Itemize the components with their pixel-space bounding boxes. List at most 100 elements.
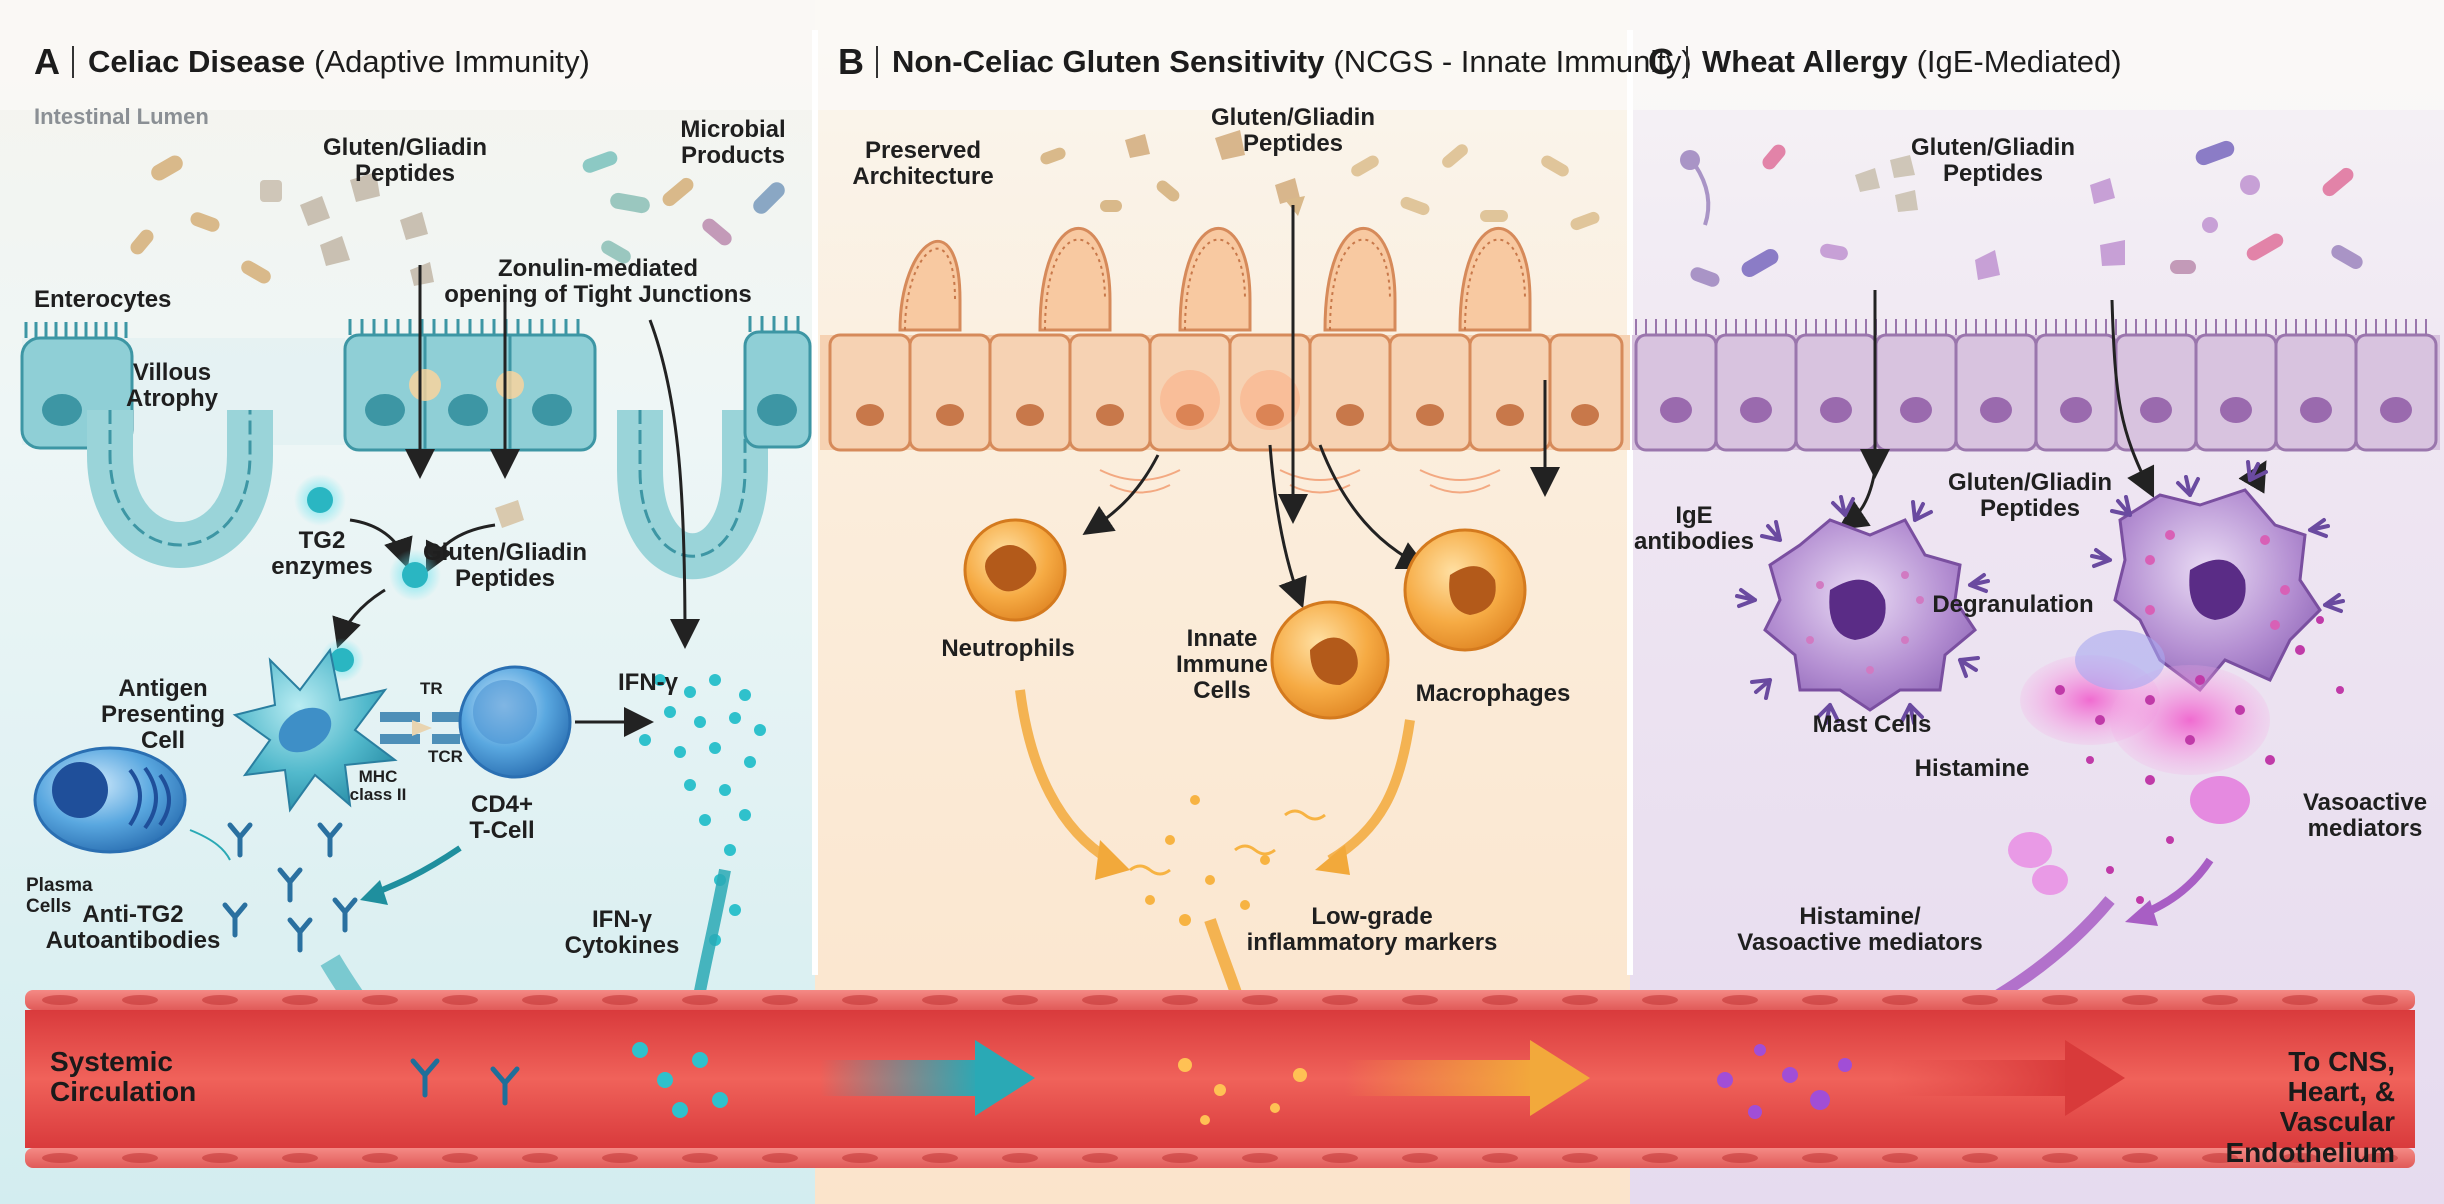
endothelial-cell xyxy=(1642,995,1678,1005)
panel-b-divider xyxy=(876,46,878,78)
apc-label: Antigen Presenting Cell xyxy=(100,675,226,754)
endothelial-cell xyxy=(1242,995,1278,1005)
endothelial-cell xyxy=(2042,995,2078,1005)
macrophage-cell xyxy=(1403,528,1527,652)
panel-b-heading: B Non-Celiac Gluten Sensitivity (NCGS - … xyxy=(838,40,1692,84)
antigen-presenting-cell xyxy=(232,647,460,813)
endothelial-cell xyxy=(1802,1153,1838,1163)
endothelial-cell xyxy=(2362,995,2398,1005)
panel-c-heading: C Wheat Allergy (IgE-Mediated) xyxy=(1648,40,2122,84)
panel-a-letter: A xyxy=(34,41,60,82)
low-grade-inflammatory-label: Low-grade inflammatory markers xyxy=(1246,903,1498,956)
endothelial-cell xyxy=(842,1153,878,1163)
panel-a-epithelium xyxy=(20,316,812,580)
mast-cells-label: Mast Cells xyxy=(1812,711,1932,738)
endothelial-cell xyxy=(842,995,878,1005)
endothelial-cell xyxy=(1722,1153,1758,1163)
neutrophils-label: Neutrophils xyxy=(941,635,1075,662)
macrophage-flow-arrow xyxy=(1327,719,1415,865)
endothelial-cell xyxy=(1002,995,1038,1005)
gluten-gliadin-label-c-top: Gluten/Gliadin Peptides xyxy=(1910,134,2076,187)
preserved-architecture-label: Preserved Architecture xyxy=(852,137,994,190)
mast-cell-right xyxy=(2090,460,2345,693)
panel-c-epithelium xyxy=(1632,319,2440,452)
endothelial-cell xyxy=(202,995,238,1005)
panel-a-divider xyxy=(72,46,74,78)
panel-a-lumen-particles xyxy=(130,151,785,286)
macrophages-label: Macrophages xyxy=(1415,680,1571,707)
panel-b-arrows xyxy=(1082,205,1560,609)
panel-c-title: Wheat Allergy xyxy=(1702,44,1908,79)
villous-atrophy-label: Villous Atrophy xyxy=(126,359,218,412)
cd4-t-cell-label: CD4+ T-Cell xyxy=(469,791,535,844)
endothelial-cell xyxy=(1562,995,1598,1005)
neutrophil-flow-arrow xyxy=(1015,689,1113,865)
panel-a-heading: A Celiac Disease (Adaptive Immunity) xyxy=(34,40,590,84)
intestinal-lumen-label: Intestinal Lumen xyxy=(34,104,209,129)
endothelial-cell xyxy=(1082,995,1118,1005)
microbial-products-label: Microbial Products xyxy=(680,116,786,169)
gluten-gliadin-label-b: Gluten/Gliadin Peptides xyxy=(1210,104,1376,157)
endothelial-cell xyxy=(1482,995,1518,1005)
neutrophil-cell xyxy=(963,518,1067,622)
endothelial-cell xyxy=(922,1153,958,1163)
endothelial-cell xyxy=(2122,995,2158,1005)
endothelial-cell xyxy=(1322,1153,1358,1163)
ifn-gamma-label: IFN-γ xyxy=(618,669,678,696)
endothelial-cell xyxy=(2122,1153,2158,1163)
ifn-gamma-cytokines-label: IFN-γ Cytokines xyxy=(564,906,680,959)
endothelial-cell xyxy=(1082,1153,1118,1163)
cd4-t-cell xyxy=(458,665,572,779)
endothelial-cell xyxy=(442,1153,478,1163)
endothelial-cell xyxy=(2042,1153,2078,1163)
endothelial-cell xyxy=(2282,995,2318,1005)
tg2-enzymes-label: TG2 enzymes xyxy=(271,527,373,580)
vessel-particles xyxy=(410,1042,1852,1125)
endothelial-cell xyxy=(1882,1153,1918,1163)
histamine-vasoactive-label: Histamine/ Vasoactive mediators xyxy=(1737,903,1983,956)
panel-b-subtitle: (NCGS - Innate Immunity) xyxy=(1333,44,1692,79)
zonulin-label: Zonulin-mediated opening of Tight Juncti… xyxy=(444,255,752,308)
destination-label: To CNS, Heart, & Vascular Endothelium xyxy=(2225,1046,2395,1168)
endothelial-cell xyxy=(362,1153,398,1163)
mast-cell-left xyxy=(1735,495,1990,725)
endothelial-cell xyxy=(442,995,478,1005)
panel-c-lumen-particles xyxy=(1680,140,2363,287)
panel-c-letter: C xyxy=(1648,41,1674,82)
tg2-enzyme-icons xyxy=(294,474,524,682)
vasoactive-mediators-label: Vasoactive mediators xyxy=(2302,789,2428,842)
panel-a-title: Celiac Disease xyxy=(88,44,306,79)
endothelial-cell xyxy=(1322,995,1358,1005)
endothelial-cell xyxy=(602,995,638,1005)
endothelial-cell xyxy=(1162,995,1198,1005)
endothelial-cell xyxy=(2202,995,2238,1005)
ige-antibodies-label: IgE antibodies xyxy=(1633,502,1755,555)
endothelial-cell xyxy=(1562,1153,1598,1163)
tr-label: TR xyxy=(420,679,443,698)
anti-tg2-autoantibodies-label: Anti-TG2 Autoantibodies xyxy=(45,901,221,954)
endothelial-cell xyxy=(1482,1153,1518,1163)
gluten-gliadin-label-c-mid: Gluten/Gliadin Peptides xyxy=(1947,469,2113,522)
endothelial-cell xyxy=(1242,1153,1278,1163)
endothelial-cell xyxy=(42,1153,78,1163)
vessel-flow-arrows xyxy=(820,1040,2125,1116)
endothelial-cell xyxy=(762,1153,798,1163)
panel-b-lumen-particles xyxy=(1040,130,1600,231)
innate-immune-cells-label: Innate Immune Cells xyxy=(1175,625,1269,704)
endothelial-cell xyxy=(2362,1153,2398,1163)
endothelial-cell xyxy=(682,995,718,1005)
mhc-class-ii-label: MHC class II xyxy=(349,767,407,805)
endothelial-cell xyxy=(2282,1153,2318,1163)
endothelial-cell xyxy=(522,995,558,1005)
endothelial-cell xyxy=(522,1153,558,1163)
gluten-gliadin-label-a-mid: Gluten/Gliadin Peptides xyxy=(422,539,588,592)
panel-b-title: Non-Celiac Gluten Sensitivity xyxy=(892,44,1325,79)
plasma-cells-label: Plasma Cells xyxy=(26,875,93,917)
endothelial-cell xyxy=(42,995,78,1005)
panel-b-letter: B xyxy=(838,41,864,82)
endothelial-cell xyxy=(602,1153,638,1163)
endothelial-cell xyxy=(682,1153,718,1163)
endothelial-cell xyxy=(1882,995,1918,1005)
endothelial-cell xyxy=(1802,995,1838,1005)
